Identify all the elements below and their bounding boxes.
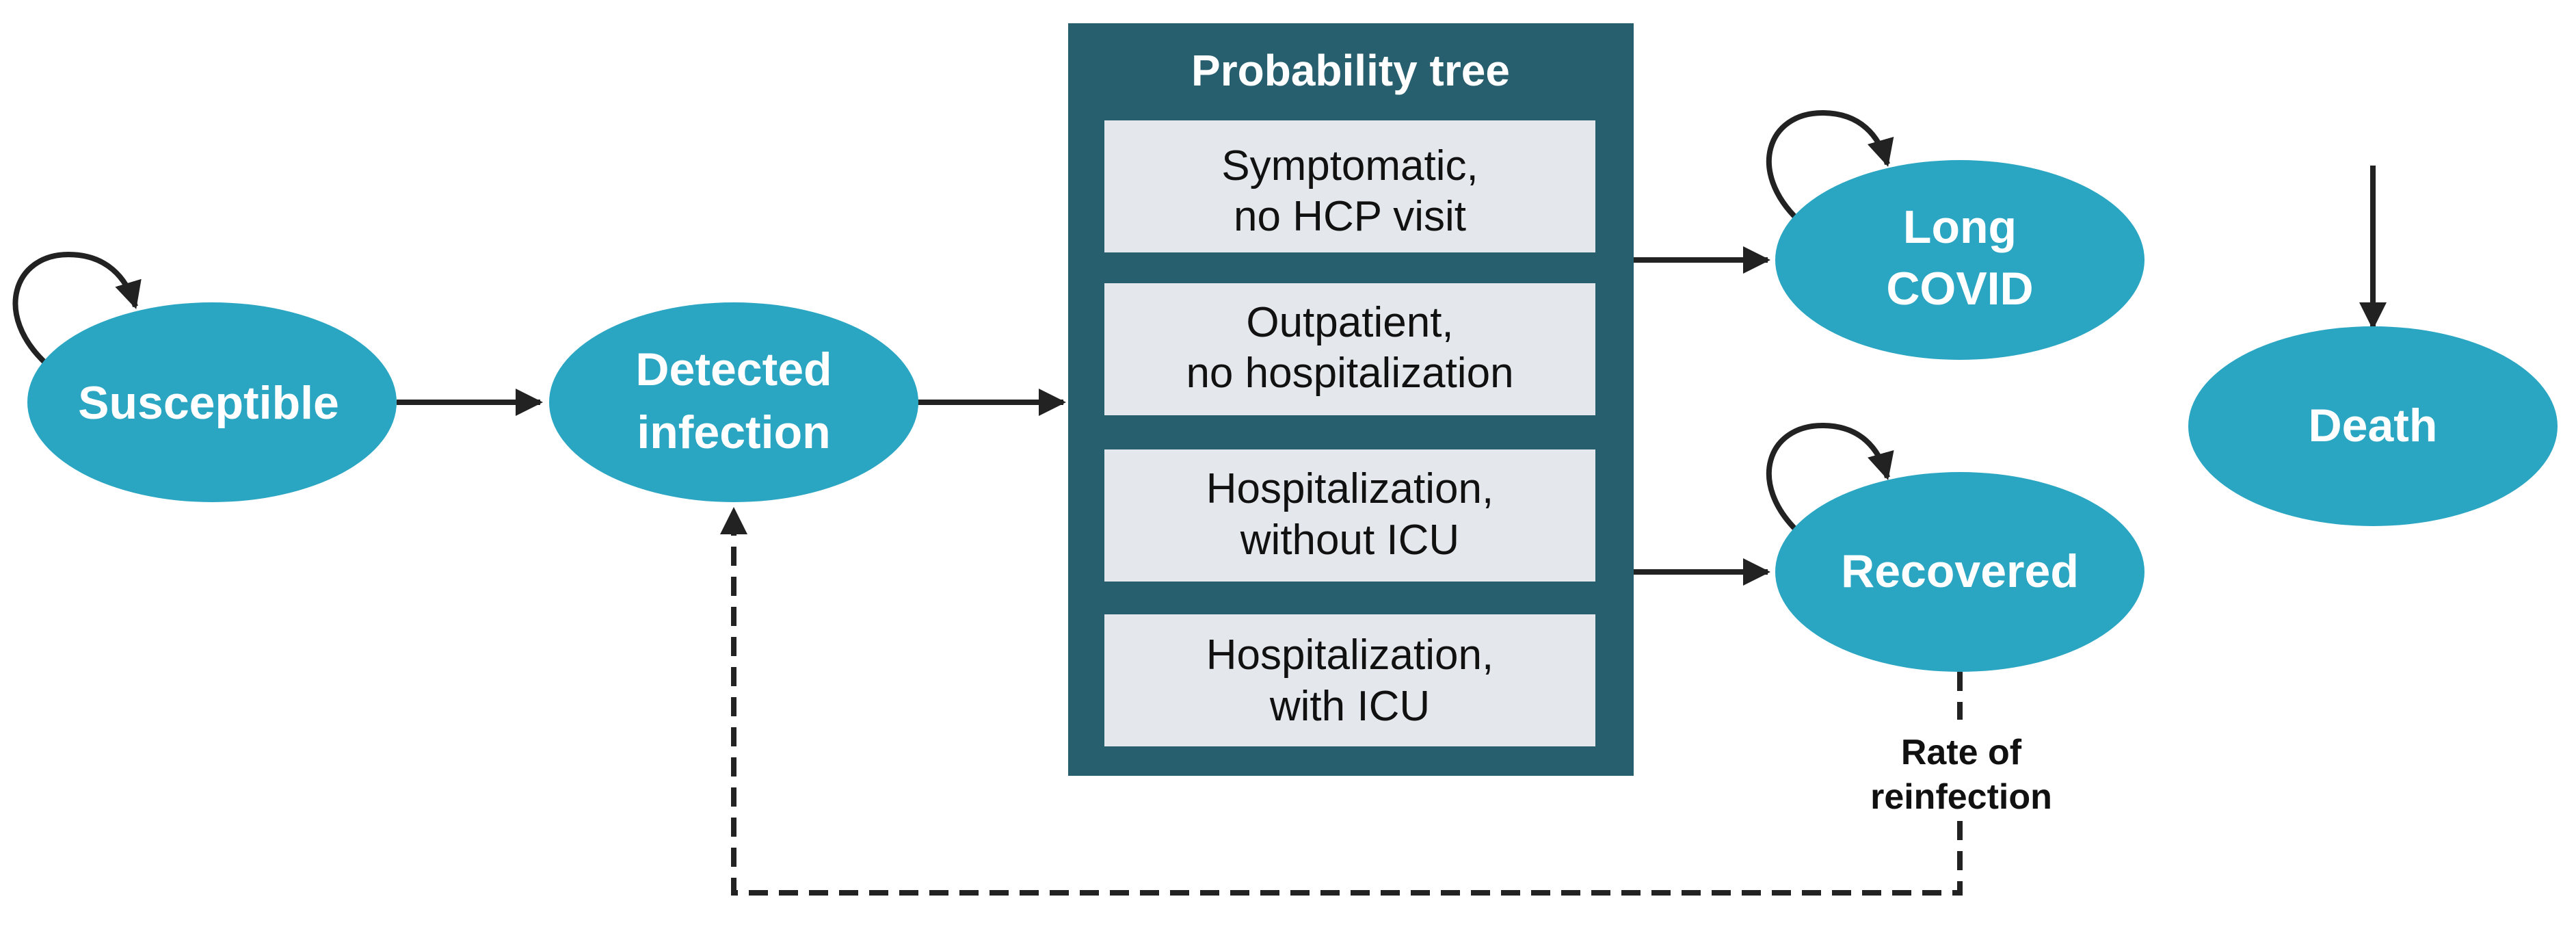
probability-tree-item-box — [1104, 120, 1595, 252]
self-loop-susceptible — [12, 251, 142, 366]
probability-tree-item-line-1: Symptomatic, — [1221, 142, 1478, 190]
probability-tree-item-box — [1104, 614, 1595, 746]
node-long-covid-label-line-1: Long — [1903, 201, 2017, 253]
probability-tree-title: Probability tree — [1191, 46, 1510, 95]
reinfection-label: Rate of reinfection — [1870, 733, 2052, 817]
node-long-covid-shape — [1775, 160, 2145, 360]
node-death: Death — [2188, 326, 2558, 526]
probability-tree-item: Hospitalization, with ICU — [1104, 614, 1595, 746]
probability-tree-item-line-1: Hospitalization, — [1206, 465, 1493, 512]
node-detected-infection-label-line-1: Detected — [635, 343, 832, 395]
connectors — [12, 109, 2387, 896]
probability-tree-item-line-1: Hospitalization, — [1206, 631, 1493, 679]
node-death-shape — [2188, 326, 2558, 526]
reinfection-dashed-return — [720, 507, 1963, 896]
probability-tree-item: Symptomatic, no HCP visit — [1104, 120, 1595, 252]
probability-tree-item-line-2: with ICU — [1269, 683, 1430, 730]
node-recovered-shape — [1775, 472, 2145, 672]
probability-tree-item-box — [1104, 283, 1595, 415]
probability-tree-item: Outpatient, no hospitalization — [1104, 283, 1595, 415]
reinfection-path — [720, 507, 1963, 896]
node-susceptible-label: Susceptible — [78, 377, 339, 429]
node-susceptible: Susceptible — [27, 302, 397, 502]
self-loop-long-covid — [1766, 109, 1894, 222]
probability-tree-item-line-2: no hospitalization — [1186, 350, 1513, 397]
node-detected-infection-label-line-2: infection — [637, 406, 830, 458]
node-susceptible-shape — [27, 302, 397, 502]
node-death-label: Death — [2309, 400, 2438, 452]
self-loop-recovered — [1766, 422, 1894, 534]
probability-tree-item-line-2: no HCP visit — [1234, 193, 1466, 240]
reinfection-label-line-1: Rate of — [1901, 733, 2022, 772]
node-recovered-label: Recovered — [1841, 545, 2079, 597]
probability-tree-item-box — [1104, 449, 1595, 582]
probability-tree-item-line-1: Outpatient, — [1246, 299, 1453, 346]
probability-tree-item: Hospitalization, without ICU — [1104, 449, 1595, 582]
node-long-covid: Long COVID — [1775, 160, 2145, 360]
node-detected-infection-shape — [549, 302, 918, 502]
node-long-covid-label-line-2: COVID — [1886, 263, 2033, 315]
node-detected-infection: Detected infection — [549, 302, 918, 502]
probability-tree-item-line-2: without ICU — [1240, 517, 1459, 564]
probability-tree: Probability tree Symptomatic, no HCP vis… — [1068, 23, 1634, 776]
reinfection-label-line-2: reinfection — [1870, 777, 2052, 817]
node-recovered: Recovered — [1775, 472, 2145, 672]
